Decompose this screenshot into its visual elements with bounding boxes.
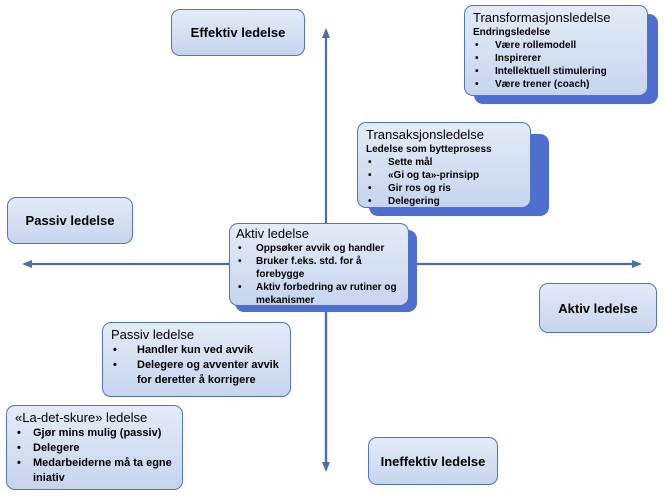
passiv-list: Handler kun ved avvik Delegere og avvent… <box>111 343 282 388</box>
transaksjon-subtitle: Ledelse som bytteprosess <box>366 144 492 155</box>
list-item: Delegering <box>366 195 522 208</box>
axis-label-bottom-text: Ineffektiv ledelse <box>380 453 486 469</box>
transaksjon-list: Sette mål «Gi og ta»-prinsipp Gir ros og… <box>366 156 522 208</box>
list-item: Oppsøker avvik og handler <box>236 242 402 255</box>
list-item: Være trener (coach) <box>473 78 639 91</box>
aktiv-list: Oppsøker avvik og handler Bruker f.eks. … <box>236 242 402 307</box>
passiv-card: Passiv ledelse Handler kun ved avvik Del… <box>102 322 291 397</box>
list-item: Sette mål <box>366 156 522 169</box>
aktiv-title: Aktiv ledelse <box>236 226 309 241</box>
list-item: Være rollemodell <box>473 39 639 52</box>
list-item: Medarbeiderne må ta egne iniativ <box>15 456 174 486</box>
ladetskure-list: Gjør mins mulig (passiv) Delegere Medarb… <box>15 426 174 486</box>
axis-label-top-text: Effektiv ledelse <box>190 25 286 40</box>
axis-label-left-text: Passiv ledelse <box>25 213 115 228</box>
transaksjon-card: Transaksjonsledelse Ledelse som byttepro… <box>357 122 531 208</box>
list-item: Gir ros og ris <box>366 182 522 195</box>
transaksjon-title: Transaksjonsledelse <box>366 127 485 142</box>
transformasjon-card: Transformasjonsledelse Endringsledelse V… <box>464 5 648 96</box>
axis-label-right-text: Aktiv ledelse <box>558 300 638 316</box>
passiv-title: Passiv ledelse <box>111 327 195 342</box>
list-item: Aktiv forbedring av rutiner og mekanisme… <box>236 281 402 307</box>
list-item: Delegere <box>15 441 174 456</box>
list-item: Delegere og avventer avvik for deretter … <box>111 358 282 388</box>
transformasjon-subtitle: Endringsledelse <box>473 27 551 38</box>
axis-label-left: Passiv ledelse <box>7 197 133 244</box>
list-item: «Gi og ta»-prinsipp <box>366 169 522 182</box>
axis-label-right: Aktiv ledelse <box>539 283 657 333</box>
list-item: Bruker f.eks. std. for å forebygge <box>236 255 402 281</box>
axis-label-bottom: Ineffektiv ledelse <box>368 437 498 485</box>
transformasjon-list: Være rollemodell Inspirerer Intellektuel… <box>473 39 639 91</box>
transformasjon-title: Transformasjonsledelse <box>473 10 611 25</box>
ladetskure-card: «La-det-skure» ledelse Gjør mins mulig (… <box>6 405 183 490</box>
list-item: Inspirerer <box>473 52 639 65</box>
aktiv-card: Aktiv ledelse Oppsøker avvik og handler … <box>229 223 409 306</box>
ladetskure-title: «La-det-skure» ledelse <box>15 410 148 425</box>
list-item: Gjør mins mulig (passiv) <box>15 426 174 441</box>
list-item: Intellektuell stimulering <box>473 65 639 78</box>
axis-label-top: Effektiv ledelse <box>171 9 305 56</box>
list-item: Handler kun ved avvik <box>111 343 282 358</box>
